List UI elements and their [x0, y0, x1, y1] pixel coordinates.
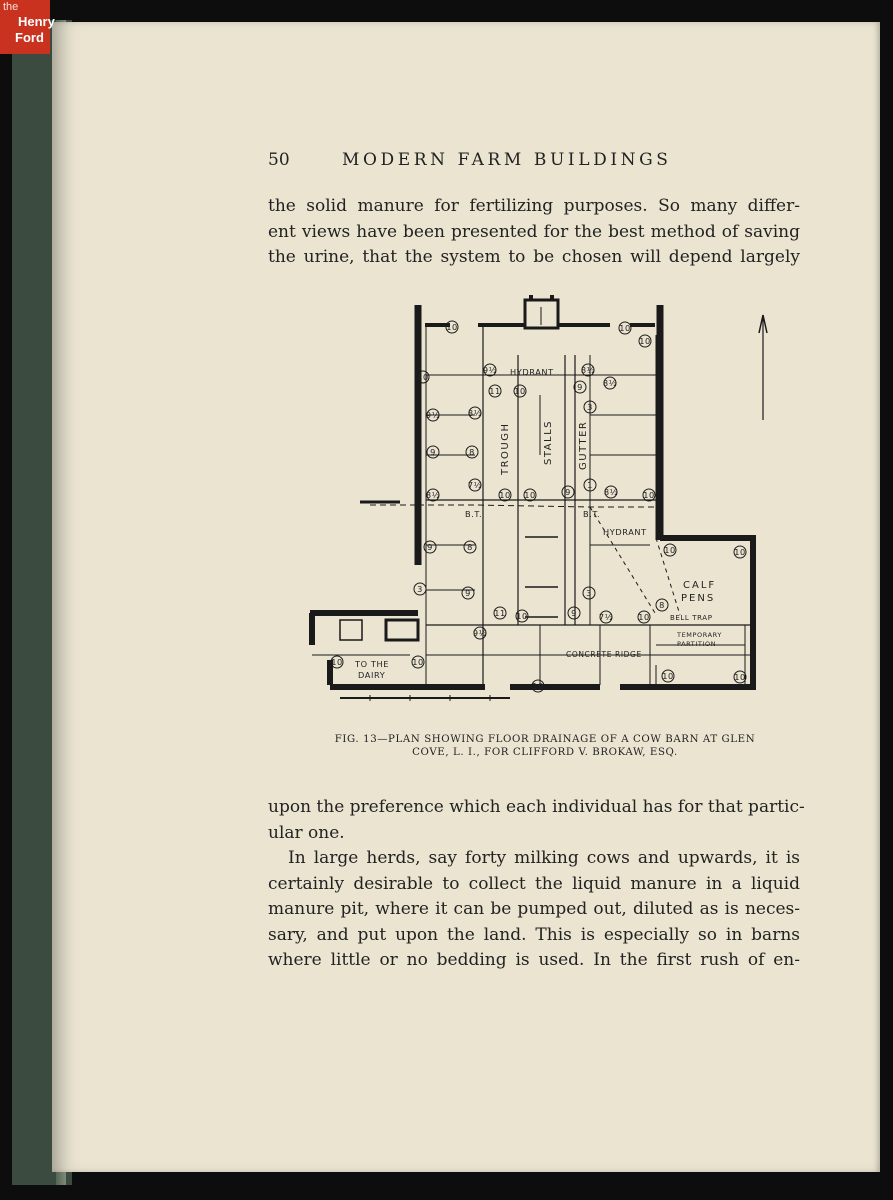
label-dairy: DAIRY	[358, 670, 386, 680]
label-hydrant-top: HYDRANT	[510, 367, 554, 377]
elevation-mark: 8½	[468, 408, 482, 418]
text-line: sary, and put upon the land. This is esp…	[268, 924, 800, 945]
text-line: certainly desirable to collect the liqui…	[268, 873, 800, 894]
elevation-mark: 9½	[483, 365, 497, 375]
elevation-mark: 8	[469, 447, 475, 457]
paragraph-bottom: upon the preference which each individua…	[268, 795, 805, 974]
barn-floor-plan: 10 10 10 10 9½ 8½ 9 8½ 9½ 8½ 9 8 8½ 7½ 1…	[309, 295, 768, 701]
elevation-mark: 3	[417, 584, 423, 594]
elevation-mark: 10	[516, 611, 528, 621]
label-gutter: GUTTER	[578, 421, 589, 470]
elevation-mark: 3	[586, 588, 592, 598]
elevation-mark: 11	[494, 608, 506, 618]
label-hydrant-right: HYDRANT	[603, 527, 647, 537]
figure-caption-line-1: FIG. 13—PLAN SHOWING FLOOR DRAINAGE OF A…	[334, 734, 756, 745]
elevation-mark: 8½	[604, 487, 618, 497]
elevation-mark: 10	[734, 672, 746, 682]
text-line: the solid manure for fertilizing purpose…	[268, 196, 800, 216]
paragraph-top: the solid manure for fertilizing purpose…	[268, 194, 800, 271]
text-line: In large herds, say forty milking cows a…	[288, 848, 800, 868]
text-line: manure pit, where it can be pumped out, …	[268, 899, 800, 919]
elevation-mark: 9	[571, 608, 577, 618]
elevation-mark: 8½	[603, 378, 617, 388]
elevation-mark: 10	[412, 657, 424, 667]
elevation-mark: 10	[532, 681, 544, 691]
elevation-mark: 10	[524, 490, 536, 500]
logo-text-the: the	[3, 1, 19, 13]
elevation-mark: 8	[659, 600, 665, 610]
page-sheet	[52, 22, 880, 1172]
elevation-mark: 9	[465, 588, 471, 598]
elevation-mark: 9	[565, 487, 571, 497]
elevation-mark: 10	[514, 386, 526, 396]
text-line: ular one.	[268, 822, 345, 843]
elevation-mark: 1	[587, 480, 593, 490]
elevation-mark: 10	[734, 547, 746, 557]
henry-ford-logo: the Henry Ford	[0, 0, 55, 54]
label-trough: TROUGH	[500, 422, 511, 476]
elevation-mark: 10	[331, 657, 343, 667]
logo-text-henry: Henry	[18, 14, 55, 29]
elevation-mark: 10	[639, 336, 651, 346]
running-title: MODERN FARM BUILDINGS	[342, 150, 672, 170]
elevation-mark: 8½	[581, 365, 595, 375]
label-concrete-ridge: CONCRETE RIDGE	[566, 650, 642, 659]
elevation-mark: 10	[619, 323, 631, 333]
elevation-mark: 10	[446, 322, 458, 332]
elevation-mark: 9	[427, 542, 433, 552]
elevation-mark: 10	[417, 372, 429, 382]
elevation-mark: 9½	[426, 410, 440, 420]
label-to-the: TO THE	[354, 659, 389, 669]
text-line: upon the preference which each individua…	[268, 797, 805, 817]
elevation-mark: 11	[489, 386, 501, 396]
elevation-mark: 10	[638, 612, 650, 622]
label-bt-left: B.T.	[465, 509, 482, 519]
elevation-mark: 7½	[468, 480, 482, 490]
elevation-mark: 8½	[426, 490, 440, 500]
elevation-mark: 7½	[599, 612, 613, 622]
elevation-mark: 8	[467, 542, 473, 552]
page-number: 50	[268, 150, 290, 170]
elevation-mark: 10	[662, 671, 674, 681]
text-line: where little or no bedding is used. In t…	[268, 950, 800, 970]
elevation-mark: 10	[643, 490, 655, 500]
label-bt-right: B.T.	[583, 509, 600, 519]
elevation-mark: 10	[499, 490, 511, 500]
label-bell-trap: BELL TRAP	[670, 614, 713, 622]
label-stalls: STALLS	[543, 420, 554, 465]
logo-text-ford: Ford	[15, 30, 44, 45]
elevation-mark: 9	[430, 447, 436, 457]
elevation-mark: 9½	[473, 628, 487, 638]
label-calf: CALF	[683, 580, 716, 591]
text-line: the urine, that the system to be chosen …	[268, 247, 800, 267]
text-line: ent views have been presented for the be…	[268, 221, 800, 242]
figure-caption-line-2: COVE, L. I., FOR CLIFFORD V. BROKAW, ESQ…	[412, 747, 678, 758]
label-partition: PARTITION	[677, 640, 716, 648]
label-pens: PENS	[681, 593, 715, 604]
label-temporary: TEMPORARY	[676, 631, 722, 639]
elevation-mark: 10	[664, 545, 676, 555]
elevation-mark: 9	[577, 382, 583, 392]
elevation-mark: 3	[587, 402, 593, 412]
